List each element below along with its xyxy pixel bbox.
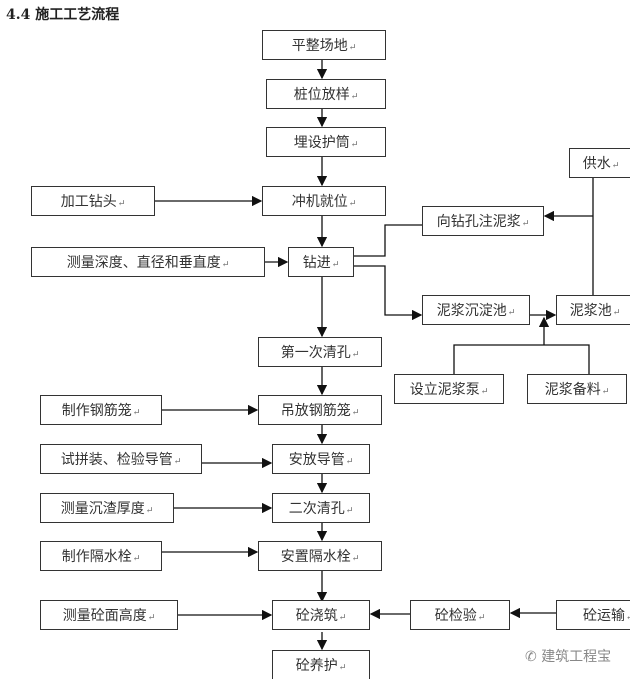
arrow — [354, 265, 423, 321]
node-slnjb: 设立泥浆泵 — [394, 374, 504, 404]
node-njcdc: 泥浆沉淀池 — [422, 295, 530, 325]
node-label: 砼检验 — [435, 605, 486, 625]
node-label: 制作隔水栓 — [62, 546, 141, 566]
node-label: 冲机就位 — [292, 191, 357, 211]
node-zzgss: 制作隔水栓 — [40, 541, 162, 571]
node-xzkzn: 向钻孔注泥浆 — [422, 206, 544, 236]
node-label: 向钻孔注泥浆 — [437, 211, 530, 231]
node-label: 二次清孔 — [289, 498, 354, 518]
node-label: 泥浆池 — [570, 300, 621, 320]
node-pzcd: 平整场地 — [262, 30, 386, 60]
node-tyh: 砼养护 — [272, 650, 370, 679]
node-label: 砼运输 — [583, 605, 630, 625]
line — [453, 344, 590, 374]
node-ecqk: 二次清孔 — [272, 493, 370, 523]
node-label: 供水 — [583, 153, 620, 173]
node-label: 桩位放样 — [294, 84, 359, 104]
node-spz: 试拼装、检验导管 — [40, 444, 202, 474]
watermark-text: 建筑工程宝 — [541, 649, 612, 665]
node-tjz: 砼浇筑 — [272, 600, 370, 630]
node-dycq: 第一次清孔 — [258, 337, 382, 367]
node-njbl: 泥浆备料 — [527, 374, 627, 404]
node-label: 测量砼面高度 — [63, 605, 156, 625]
watermark: ✆ 建筑工程宝 — [525, 646, 611, 666]
node-label: 钻进 — [303, 252, 340, 272]
node-mshz: 埋设护筒 — [266, 127, 386, 157]
node-label: 试拼装、检验导管 — [61, 449, 182, 469]
line — [354, 224, 422, 257]
section-title: 4.4 施工工艺流程 — [6, 7, 120, 23]
node-zwfy: 桩位放样 — [266, 79, 386, 109]
node-label: 第一次清孔 — [281, 342, 360, 362]
node-label: 埋设护筒 — [294, 132, 359, 152]
node-label: 砼养护 — [296, 655, 347, 675]
node-label: 砼浇筑 — [296, 605, 347, 625]
node-tjy: 砼检验 — [410, 600, 510, 630]
node-label: 设立泥浆泵 — [410, 379, 489, 399]
node-label: 平整场地 — [292, 35, 357, 55]
node-cjjw: 冲机就位 — [262, 186, 386, 216]
node-label: 泥浆备料 — [545, 379, 610, 399]
node-label: 测量沉渣厚度 — [61, 498, 154, 518]
node-clczhd: 测量沉渣厚度 — [40, 493, 174, 523]
node-label: 加工钻头 — [61, 191, 126, 211]
node-njc: 泥浆池 — [556, 295, 630, 325]
node-tys: 砼运输 — [556, 600, 630, 630]
node-azgss: 安置隔水栓 — [258, 541, 382, 571]
node-label: 制作钢筋笼 — [62, 400, 141, 420]
node-label: 安放导管 — [289, 449, 354, 469]
node-afdg: 安放导管 — [272, 444, 370, 474]
node-zzgjl: 制作钢筋笼 — [40, 395, 162, 425]
node-label: 安置隔水栓 — [281, 546, 360, 566]
node-gs: 供水 — [569, 148, 630, 178]
node-label: 泥浆沉淀池 — [437, 300, 516, 320]
node-cltmgd: 测量砼面高度 — [40, 600, 178, 630]
node-dfgjl: 吊放钢筋笼 — [258, 395, 382, 425]
node-clsd: 测量深度、直径和垂直度 — [31, 247, 265, 277]
node-label: 测量深度、直径和垂直度 — [67, 252, 230, 272]
wechat-icon: ✆ — [525, 649, 542, 665]
node-label: 吊放钢筋笼 — [281, 400, 360, 420]
node-zj: 钻进 — [288, 247, 354, 277]
node-jgzt: 加工钻头 — [31, 186, 155, 216]
